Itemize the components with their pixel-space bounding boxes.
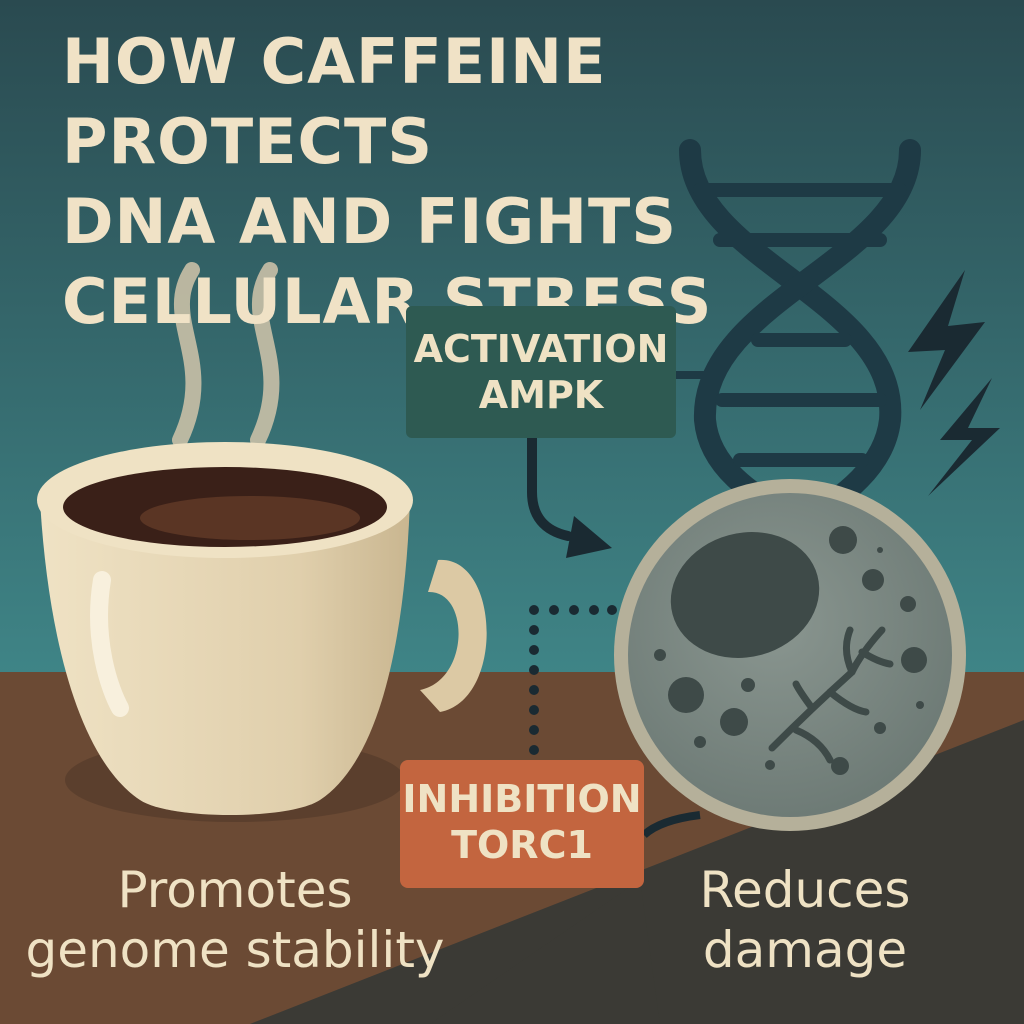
ampk-box-line-2: AMPK	[478, 373, 604, 417]
caption-right-line-1: Reduces	[699, 861, 911, 919]
torc1-inhibition-box: INHIBITION TORC1	[400, 760, 644, 888]
lightning-icon	[928, 378, 1000, 496]
caption-left-line-2: genome stability	[25, 921, 445, 979]
arrow-head	[566, 516, 612, 558]
ampk-box-line-1: ACTIVATION	[413, 327, 669, 371]
table-shadow-mid	[430, 880, 660, 1024]
ampk-activation-box: ACTIVATION AMPK	[406, 306, 676, 438]
cell-tail	[641, 811, 701, 839]
dotted-connector	[529, 605, 617, 755]
caption-reduces-damage: Reduces damage	[650, 860, 960, 980]
page-title: HOW CAFFEINE PROTECTS DNA AND FIGHTS CEL…	[62, 22, 962, 342]
steam-icon	[172, 262, 280, 448]
caption-genome-stability: Promotes genome stability	[20, 860, 450, 980]
title-line-1: HOW CAFFEINE PROTECTS	[62, 25, 607, 178]
torc-box-line-2: TORC1	[451, 823, 593, 867]
arrow-icon	[527, 433, 573, 541]
coffee-cup-icon	[37, 442, 487, 822]
lightning-icon	[908, 270, 985, 410]
caption-right-line-2: damage	[702, 921, 908, 979]
torc-box-line-1: INHIBITION	[402, 777, 642, 821]
cell-icon	[614, 479, 966, 831]
dna-helix-icon	[679, 139, 921, 611]
caption-left-line-1: Promotes	[117, 861, 353, 919]
title-line-2: DNA AND FIGHTS	[62, 185, 677, 258]
